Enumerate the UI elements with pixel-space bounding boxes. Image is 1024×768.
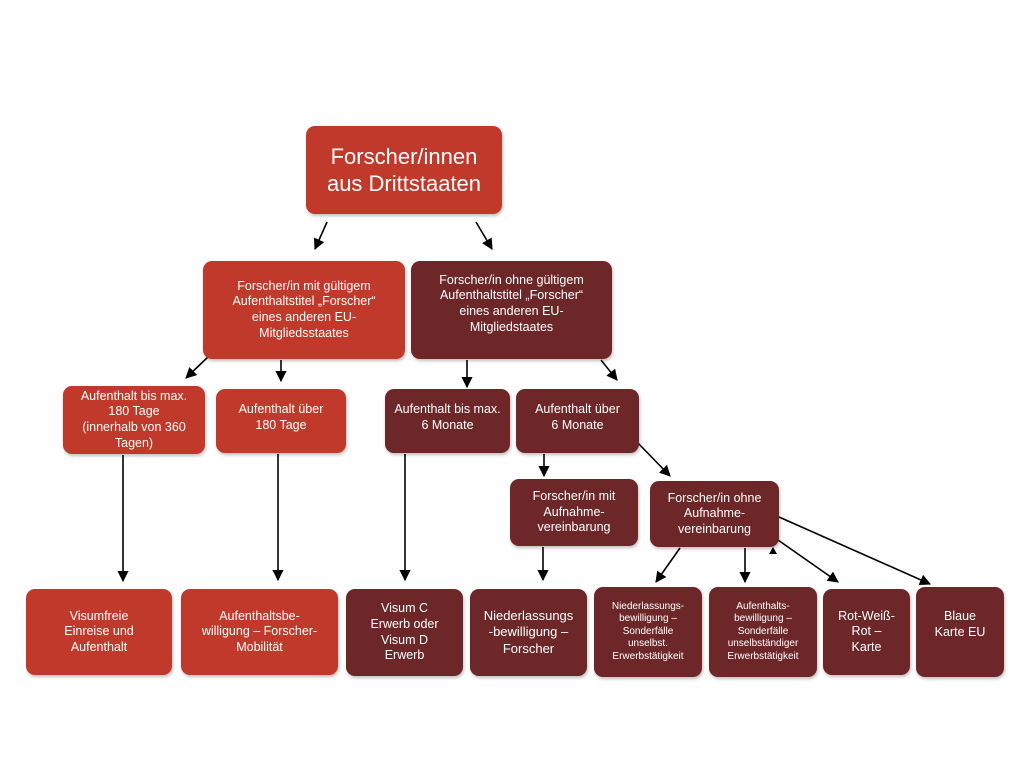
node-stay-6m-label: Aufenthalt bis max. 6 Monate: [394, 402, 501, 432]
node-without-agreement-label: Forscher/in ohne Aufnahme- vereinbarung: [667, 490, 762, 536]
node-settlement-special-label: Niederlassungs- bewilligung – Sonderfäll…: [611, 600, 685, 662]
node-settlement-researcher-label: Niederlassungs -bewilligung – Forscher: [483, 608, 574, 656]
node-visa-c-d: Visum C Erwerb oder Visum D Erwerb: [346, 589, 463, 676]
edge-without-agreement-to-settlement-special: [655, 547, 681, 583]
node-with-title: Forscher/in mit gültigem Aufenthaltstite…: [203, 261, 405, 359]
node-blue-card-label: Blaue Karte EU: [934, 609, 986, 639]
arrowhead-marker: [769, 547, 777, 554]
node-settlement-special: Niederlassungs- bewilligung – Sonderfäll…: [594, 587, 702, 677]
node-settlement-researcher: Niederlassungs -bewilligung – Forscher: [470, 589, 587, 676]
edge-root-to-with-title: [313, 221, 328, 251]
node-stay-180-label: Aufenthalt bis max. 180 Tage (innerhalb …: [80, 388, 188, 450]
node-visa-free: Visumfreie Einreise und Aufenthalt: [26, 589, 172, 675]
node-with-title-label: Forscher/in mit gültigem Aufenthaltstite…: [232, 278, 376, 340]
node-stay-180: Aufenthalt bis max. 180 Tage (innerhalb …: [63, 386, 205, 454]
node-root: Forscher/innen aus Drittstaaten: [306, 126, 502, 214]
node-blue-card: Blaue Karte EU: [916, 587, 1004, 677]
edge-without-agreement-to-rot-weiss-rot: [777, 539, 839, 583]
edge-root-to-without-title: [475, 221, 493, 250]
node-stay-over-6m-label: Aufenthalt über 6 Monate: [535, 402, 620, 432]
node-visa-c-d-label: Visum C Erwerb oder Visum D Erwerb: [370, 601, 439, 663]
node-residence-permit-mobility-label: Aufenthaltsbe- willigung – Forscher- Mob…: [201, 608, 318, 654]
node-residence-special: Aufenthalts- bewilligung – Sonderfälle u…: [709, 587, 817, 677]
node-stay-over-180-label: Aufenthalt über 180 Tage: [238, 402, 324, 432]
edge-with-title-to-stay-180: [185, 355, 210, 379]
node-residence-special-label: Aufenthalts- bewilligung – Sonderfälle u…: [727, 600, 799, 662]
edge-without-agreement-to-blue-card: [778, 516, 932, 586]
node-stay-over-6m: Aufenthalt über 6 Monate: [516, 389, 639, 453]
node-residence-permit-mobility: Aufenthaltsbe- willigung – Forscher- Mob…: [181, 589, 338, 675]
edge-stay-over-6m-to-without-agreement: [635, 440, 671, 477]
node-without-title: Forscher/in ohne gültigem Aufenthaltstit…: [411, 261, 612, 359]
node-with-agreement-label: Forscher/in mit Aufnahme- vereinbarung: [532, 489, 616, 535]
node-without-agreement: Forscher/in ohne Aufnahme- vereinbarung: [650, 481, 779, 547]
node-root-label: Forscher/innen aus Drittstaaten: [326, 143, 482, 197]
node-rot-weiss-rot: Rot-Weiß- Rot – Karte: [823, 589, 910, 675]
node-stay-6m: Aufenthalt bis max. 6 Monate: [385, 389, 510, 453]
node-stay-over-180: Aufenthalt über 180 Tage: [216, 389, 346, 453]
node-visa-free-label: Visumfreie Einreise und Aufenthalt: [64, 608, 134, 654]
node-rot-weiss-rot-label: Rot-Weiß- Rot – Karte: [838, 608, 895, 654]
node-with-agreement: Forscher/in mit Aufnahme- vereinbarung: [510, 479, 638, 546]
edge-without-title-to-stay-over-6m: [600, 359, 618, 381]
node-without-title-label: Forscher/in ohne gültigem Aufenthaltstit…: [439, 272, 584, 334]
